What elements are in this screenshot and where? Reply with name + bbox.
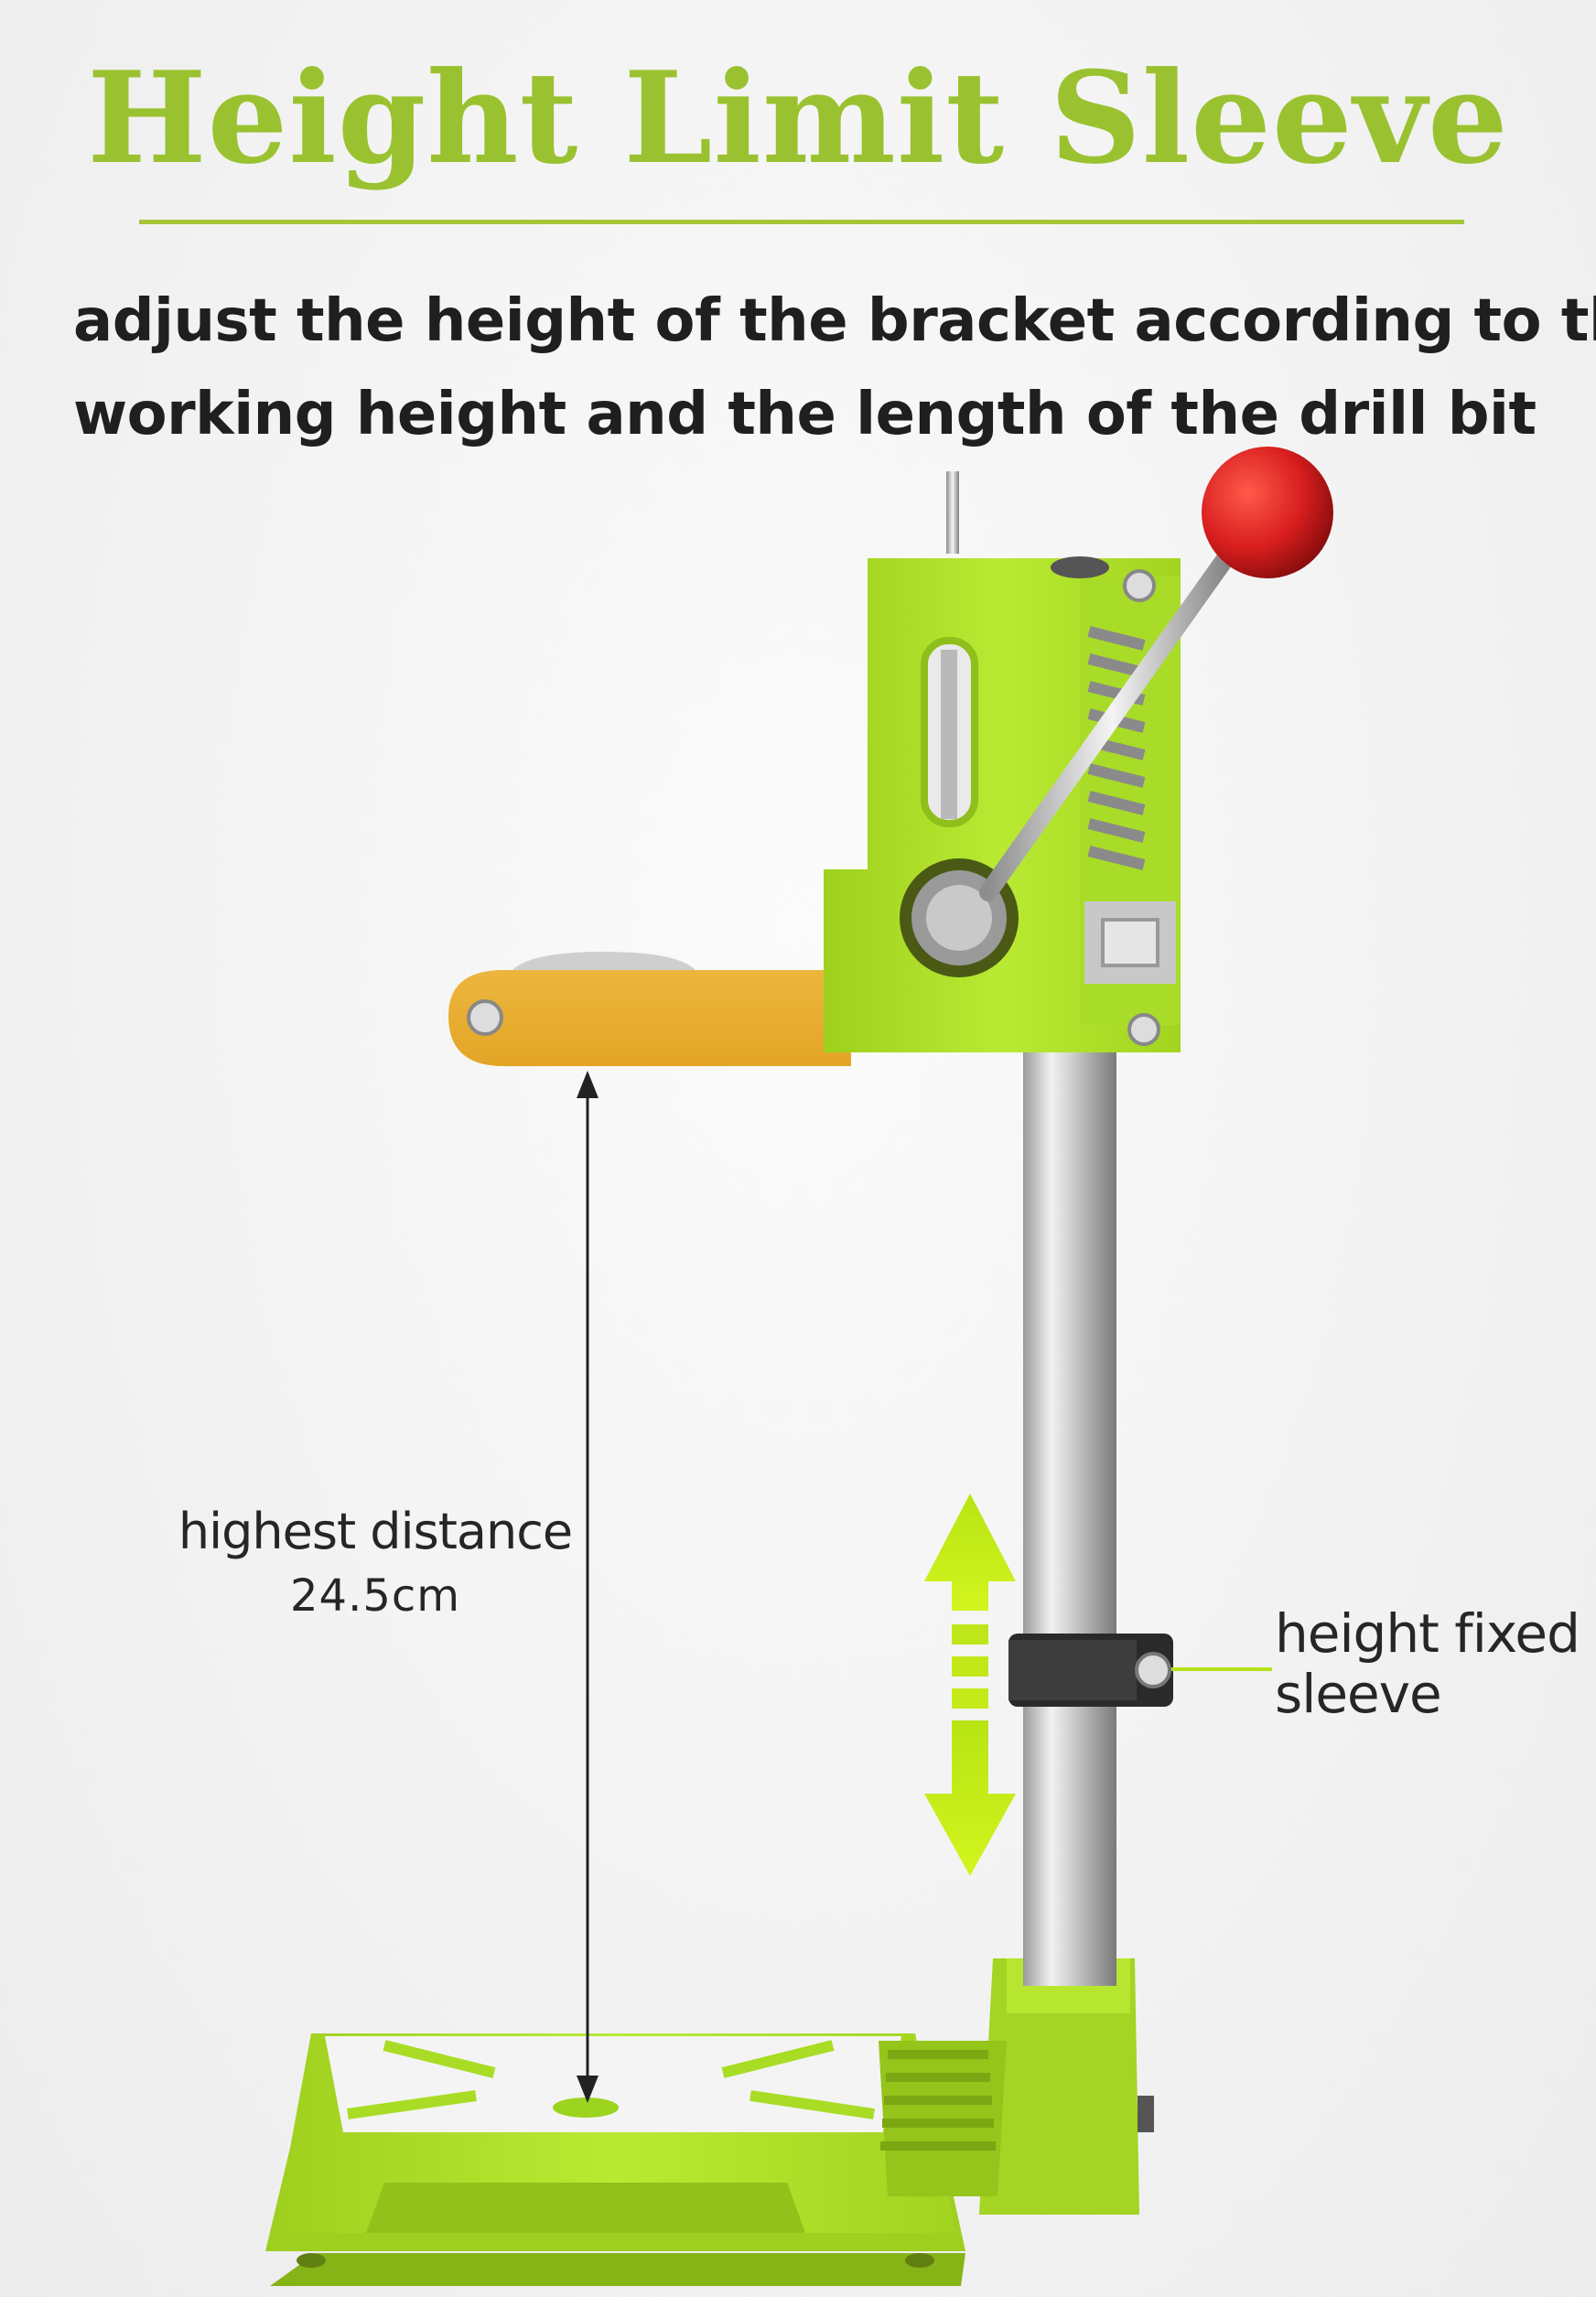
distance-label: highest distance 24.5cm [174, 1501, 577, 1623]
head-body [824, 556, 1181, 1052]
distance-value: 24.5cm [289, 1569, 461, 1622]
lever-rod [979, 535, 1245, 901]
base-plate [265, 2033, 965, 2286]
distance-label-text: highest distance [178, 1503, 573, 1560]
title-underline [139, 220, 1464, 224]
pole-socket [879, 1958, 1154, 2215]
subtitle-line-2: working height and the length of the dri… [73, 381, 1537, 448]
drill-clamp [448, 869, 851, 1066]
lever-knob [1202, 447, 1333, 578]
height-fixed-sleeve [1008, 1634, 1173, 1707]
sleeve-label-line-2: sleeve [1275, 1663, 1442, 1725]
subtitle-line-1: adjust the height of the bracket accordi… [73, 287, 1596, 355]
subtitle: adjust the height of the bracket accordi… [73, 275, 1596, 461]
column-pole [1023, 1034, 1116, 1986]
page-title: Height Limit Sleeve [87, 43, 1509, 192]
sleeve-label: height fixed sleeve [1275, 1603, 1580, 1724]
adjust-arrow-icon [924, 1494, 1016, 1876]
distance-measure-line [577, 1071, 598, 2103]
sleeve-label-line-1: height fixed [1275, 1602, 1580, 1665]
